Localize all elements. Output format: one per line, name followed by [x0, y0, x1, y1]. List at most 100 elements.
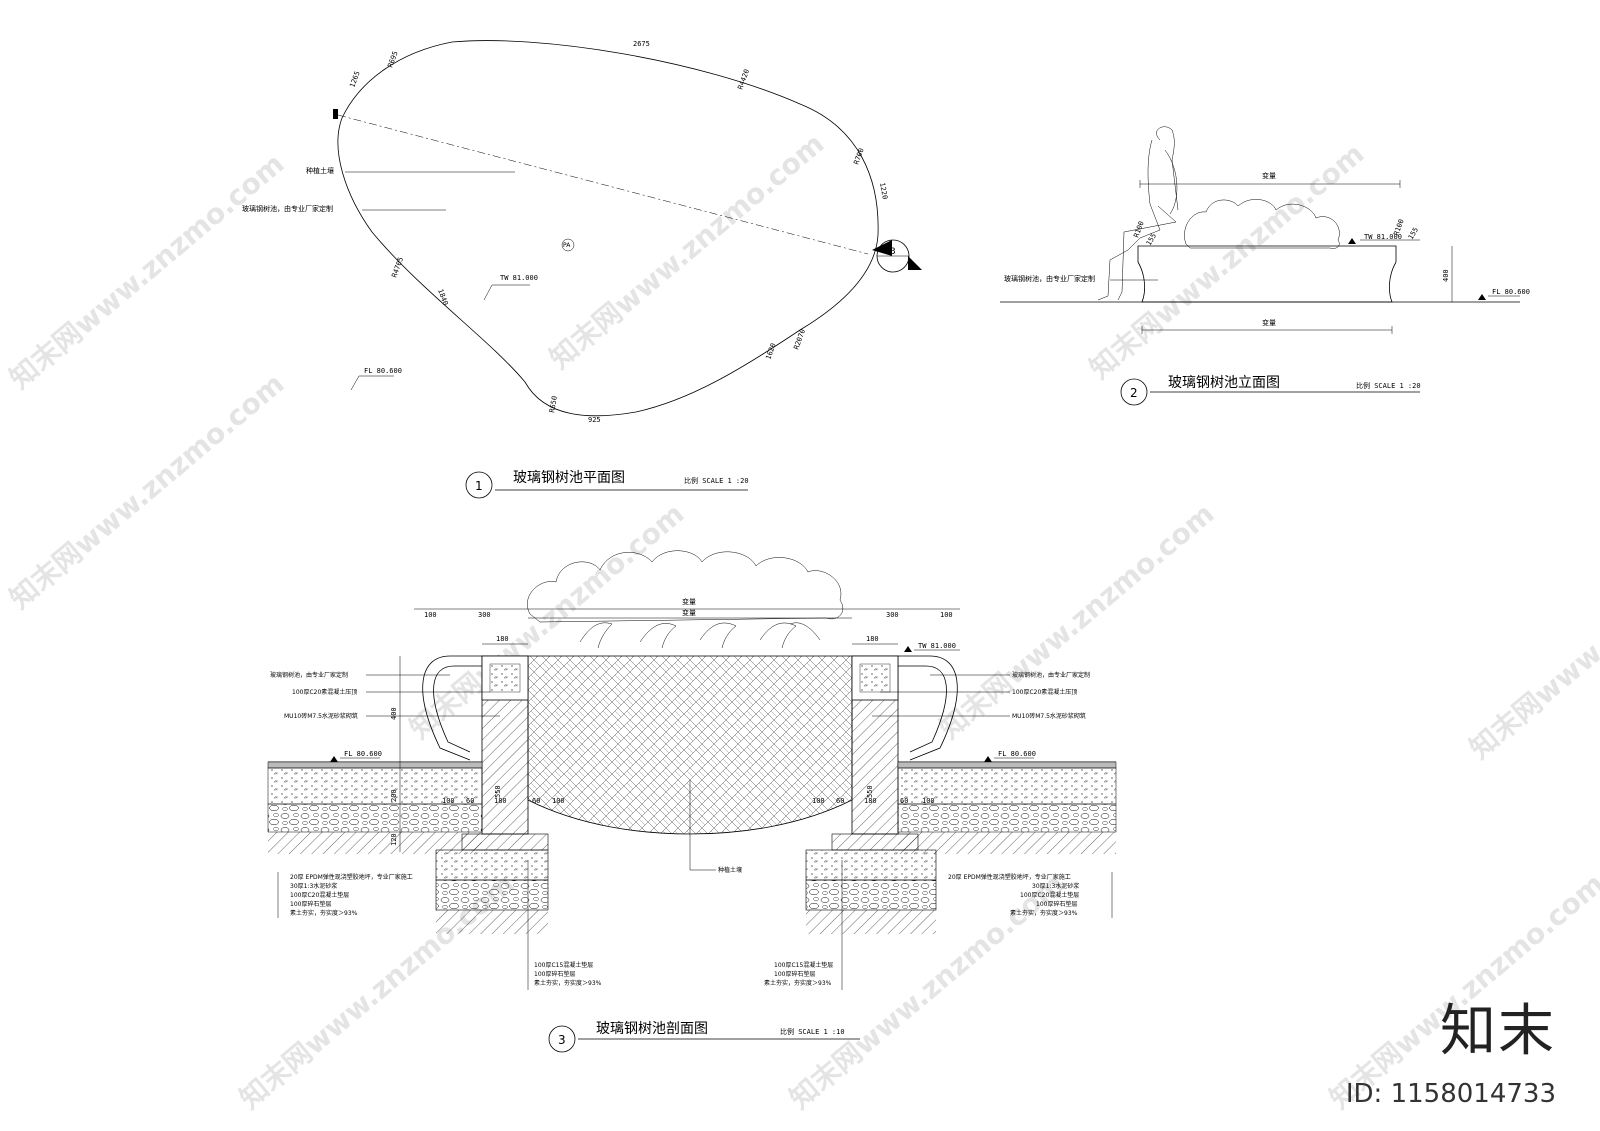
- pool-elevation: [1137, 245, 1397, 303]
- sec-dim: 300: [478, 611, 491, 619]
- plan-view: 3 2675 R4420 R700 1220 R2070 1620 925 R6…: [242, 40, 922, 499]
- sec-left-layer: 100厚C20混凝土垫层: [290, 891, 349, 899]
- sec-dim: 100: [940, 611, 953, 619]
- sec-dim: 100: [424, 611, 437, 619]
- sec-scale: 比例 SCALE 1 :10: [780, 1027, 845, 1036]
- elev-fl: FL 80.600: [1492, 288, 1530, 296]
- watermark-text: 知末网www.znzmo.com: [1083, 137, 1370, 385]
- sec-left-label: MU10砖M7.5水泥砂浆砌筑: [284, 712, 358, 720]
- plan-number: 1: [475, 479, 483, 493]
- elev-r155a: 155: [1145, 232, 1158, 247]
- sec-fl-left: FL 80.600: [344, 750, 382, 758]
- elev-r100b: R100: [1392, 218, 1405, 237]
- sec-dim: 180: [494, 797, 507, 805]
- dim-label: 1620: [764, 342, 777, 361]
- section-ref-number: 3: [890, 247, 896, 257]
- shrub: [1184, 199, 1340, 249]
- elev-r155b: 155: [1407, 226, 1420, 241]
- dim-label: R4420: [736, 68, 751, 91]
- sec-dim: 180: [496, 635, 509, 643]
- cut-marker: [333, 109, 338, 119]
- sec-right-label: MU10砖M7.5水泥砂浆砌筑: [1012, 712, 1086, 720]
- dim-label: R4705: [390, 256, 405, 279]
- sec-dim: 100: [442, 797, 455, 805]
- elev-title: 玻璃钢树池立面图: [1168, 374, 1280, 391]
- seated-figure: [1097, 126, 1179, 301]
- left-fiberglass-shell: [422, 655, 482, 761]
- sec-right-layer: 素土夯实，夯实度＞93%: [1010, 909, 1078, 917]
- left-ground-layers: [267, 761, 483, 854]
- sec-dim: 100: [552, 797, 565, 805]
- sec-right-layer: 100厚C20混凝土垫层: [1020, 891, 1079, 899]
- sec-dim: 60: [900, 797, 908, 805]
- sec-fl-right: FL 80.600: [998, 750, 1036, 758]
- tree-pool-outline: [337, 40, 879, 417]
- elev-height: 400: [1442, 269, 1450, 282]
- label-pool: 玻璃钢树池，由专业厂家定制: [242, 204, 333, 213]
- dim-label: 1220: [878, 182, 889, 200]
- dim-label: 1265: [348, 70, 361, 89]
- dim-label: R650: [548, 395, 559, 413]
- section-cut-line: [337, 114, 869, 255]
- sec-dim: 180: [866, 635, 879, 643]
- elev-var-bottom: 变量: [1262, 318, 1276, 327]
- right-footing: [805, 833, 937, 934]
- sec-left-layer: 素土夯实，夯实度＞93%: [290, 909, 358, 917]
- sec-dim: 60: [532, 797, 540, 805]
- sec-soil-label: 种植土壤: [718, 866, 742, 874]
- dim-label: 2675: [633, 40, 650, 48]
- plan-scale: 比例 SCALE 1 :20: [684, 476, 749, 485]
- level-tw: TW 81.000: [500, 274, 538, 282]
- sec-dim: 300: [886, 611, 899, 619]
- plant-fronds: [579, 622, 821, 649]
- label-soil: 种植土壤: [306, 166, 334, 175]
- plan-title: 玻璃钢树池平面图: [513, 469, 625, 486]
- sec-bottom-left: 素土夯实，夯实度＞93%: [534, 979, 602, 987]
- watermark-text: 知末网www.znzmo.com: [933, 497, 1220, 745]
- dim-label: R700: [852, 147, 865, 166]
- elev-scale: 比例 SCALE 1 :20: [1356, 381, 1421, 390]
- sec-dim: 100: [812, 797, 825, 805]
- sec-dim: 400: [390, 707, 398, 720]
- sec-bottom-right: 100厚C15混凝土垫层: [774, 961, 833, 969]
- sec-dim: 550: [494, 785, 502, 798]
- level-fl: FL 80.600: [364, 367, 402, 375]
- sec-left-label: 玻璃钢树池，由专业厂家定制: [270, 671, 348, 679]
- sec-bottom-left: 100厚碎石垫层: [534, 970, 575, 978]
- elevation-view: 变量 变量 400 TW 81.000 FL 80.600 155 R100 R…: [1000, 126, 1530, 406]
- sec-left-layer: 100厚碎石垫层: [290, 900, 331, 908]
- sec-dim: 120: [390, 833, 398, 846]
- dim-label: 925: [588, 416, 601, 424]
- sec-tw: TW 81.000: [918, 642, 956, 650]
- sec-right-layer: 30厚1:3水泥砂浆: [1032, 882, 1079, 890]
- sec-var-mid: 变量: [682, 608, 696, 617]
- dim-label: R695: [386, 50, 399, 69]
- sec-dim: 100: [922, 797, 935, 805]
- elev-tw: TW 81.000: [1364, 233, 1402, 241]
- sec-bottom-right: 素土夯实，夯实度＞93%: [764, 979, 832, 987]
- right-fiberglass-shell: [898, 655, 958, 761]
- watermark-text: 知末网www.znzmo.com: [1463, 517, 1600, 765]
- brand-logo: 知末: [1440, 999, 1556, 1064]
- sec-number: 3: [558, 1033, 566, 1047]
- dim-label: 1840: [436, 288, 449, 307]
- sec-left-label: 100厚C20素混凝土压顶: [292, 688, 357, 696]
- sec-right-layer: 100厚碎石垫层: [1036, 900, 1077, 908]
- sec-dim: 200: [390, 789, 398, 802]
- elev-pool-label: 玻璃钢树池，由专业厂家定制: [1004, 274, 1095, 283]
- right-ground-layers: [897, 761, 1117, 854]
- sec-bottom-left: 100厚C15混凝土垫层: [534, 961, 593, 969]
- dim-label: R2070: [792, 328, 807, 351]
- sec-right-layer: 20厚 EPDM弹性现浇塑胶地坪，专业厂家施工: [948, 873, 1071, 881]
- section-arrow: [872, 240, 892, 256]
- sec-right-label: 玻璃钢树池，由专业厂家定制: [1012, 671, 1090, 679]
- sec-dim: 180: [864, 797, 877, 805]
- sec-var-top: 变量: [682, 597, 696, 606]
- elev-number: 2: [1130, 386, 1138, 400]
- label-pa: PA: [563, 242, 571, 249]
- sec-dim: 60: [836, 797, 844, 805]
- sec-left-layer: 30厚1:3水泥砂浆: [290, 882, 337, 890]
- sec-right-label: 100厚C20素混凝土压顶: [1012, 688, 1077, 696]
- elev-r100a: R100: [1132, 220, 1145, 239]
- left-footing: [435, 833, 549, 934]
